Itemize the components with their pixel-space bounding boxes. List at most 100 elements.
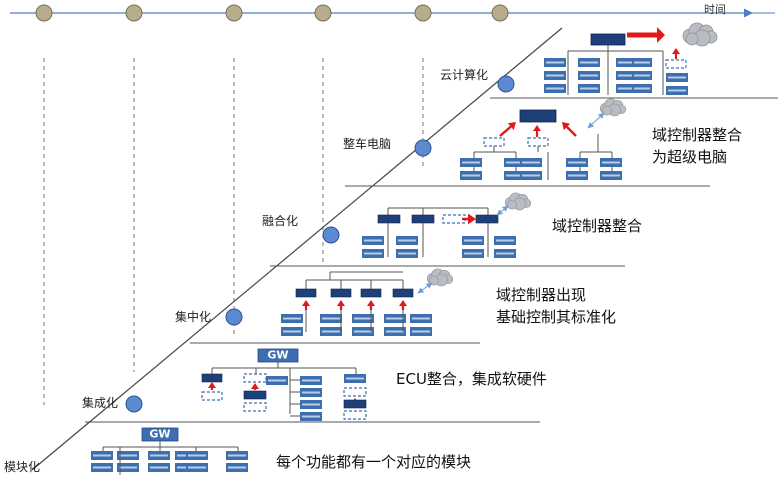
module-box [460, 171, 482, 180]
module-box [186, 451, 208, 460]
module-box [396, 236, 418, 245]
module-stripe [398, 252, 416, 255]
module-stripe [119, 466, 137, 469]
timeline-node [35, 4, 53, 22]
stage-fused-diagram [362, 192, 532, 258]
timeline-node [491, 4, 509, 22]
cloud-icon [599, 98, 627, 117]
stage-label-cloud: 云计算化 [440, 68, 489, 82]
module-box [666, 86, 688, 95]
module-box [494, 236, 516, 245]
stage-vehicle-computer-diagram [460, 98, 627, 180]
module-box [632, 71, 652, 80]
cloud-puff [602, 105, 612, 116]
controller-box [392, 288, 414, 298]
module-stripe [119, 454, 137, 457]
module-stripe [464, 239, 482, 242]
module-stripe [150, 466, 168, 469]
module-box [578, 58, 600, 67]
module-box [616, 84, 636, 93]
gateway-label: GW [149, 428, 170, 441]
module-stripe [568, 161, 586, 164]
guide-lines [43, 58, 424, 405]
cloud-icon [682, 22, 718, 47]
module-box [362, 249, 384, 258]
arrow-head [562, 122, 571, 131]
module-box [281, 327, 303, 336]
module-box [226, 451, 248, 460]
module-stripe [302, 391, 320, 394]
stage-desc-modular: 每个功能都有一个对应的模块 [276, 451, 471, 473]
module-box [384, 327, 406, 336]
wireless-link [587, 112, 605, 129]
module-box [226, 463, 248, 472]
red-arrow-right [627, 27, 665, 43]
module-stripe [634, 87, 650, 90]
module-stripe [618, 61, 634, 64]
module-stripe [322, 330, 340, 333]
red-arrow-up [672, 48, 680, 59]
module-box [352, 327, 374, 336]
module-stripe [546, 61, 564, 64]
arrow-head [367, 300, 375, 306]
module-stripe [602, 174, 620, 177]
module-box [578, 84, 600, 93]
module-box [148, 451, 170, 460]
module-box [462, 236, 484, 245]
dashed-placeholder-box [243, 373, 267, 383]
stage-centralized-diagram [281, 268, 454, 336]
module-box [148, 463, 170, 472]
module-box [544, 84, 566, 93]
module-box [300, 388, 322, 397]
module-stripe [364, 252, 382, 255]
cloud-icon [426, 268, 454, 287]
module-stripe [506, 174, 524, 177]
module-box [352, 314, 374, 323]
module-stripe [302, 415, 320, 418]
module-stripe [496, 239, 514, 242]
module-box [91, 451, 113, 460]
stage-node [497, 75, 515, 93]
module-stripe [346, 377, 364, 380]
module-box [91, 463, 113, 472]
timeline-node [314, 4, 332, 22]
module-stripe [522, 174, 540, 177]
module-box [462, 249, 484, 258]
module-stripe [322, 317, 340, 320]
stage-desc-vehicle-computer: 域控制器整合 为超级电脑 [652, 124, 742, 168]
arrow-head [337, 300, 345, 306]
arrow-head [251, 383, 259, 389]
stage-desc-integrated: ECU整合，集成软硬件 [396, 368, 547, 390]
module-stripe [618, 87, 634, 90]
arrow-head [533, 125, 541, 131]
module-stripe [412, 330, 430, 333]
super-computer-box [519, 109, 557, 123]
module-stripe [188, 466, 206, 469]
stage-integrated-diagram: GW [201, 349, 367, 421]
module-stripe [93, 454, 111, 457]
dashed-placeholder-box [343, 387, 367, 397]
stage-desc-modular-line-1: 每个功能都有一个对应的模块 [276, 453, 472, 471]
stage-desc-fused-line-1: 域控制器整合 [552, 217, 643, 235]
stage-desc-vehicle-computer-line-1: 域控制器整合 [652, 126, 743, 144]
stage-label-fused: 融合化 [262, 214, 299, 228]
dashed-placeholder-box [665, 59, 687, 69]
module-box [117, 463, 139, 472]
stage-label-integrated: 集成化 [82, 396, 119, 410]
module-box [566, 158, 588, 167]
red-arrow-up [302, 300, 310, 310]
stage-node [225, 308, 243, 326]
module-stripe [412, 317, 430, 320]
stage-cloud-diagram [544, 22, 718, 95]
module-stripe [386, 330, 404, 333]
module-stripe [188, 454, 206, 457]
red-arrow-up [399, 300, 407, 310]
timeline-node [414, 4, 432, 22]
module-stripe [464, 252, 482, 255]
module-stripe [618, 74, 634, 77]
module-box [616, 58, 636, 67]
wireless-link [496, 205, 509, 216]
module-box [578, 71, 600, 80]
module-box [362, 236, 384, 245]
module-box [504, 158, 526, 167]
